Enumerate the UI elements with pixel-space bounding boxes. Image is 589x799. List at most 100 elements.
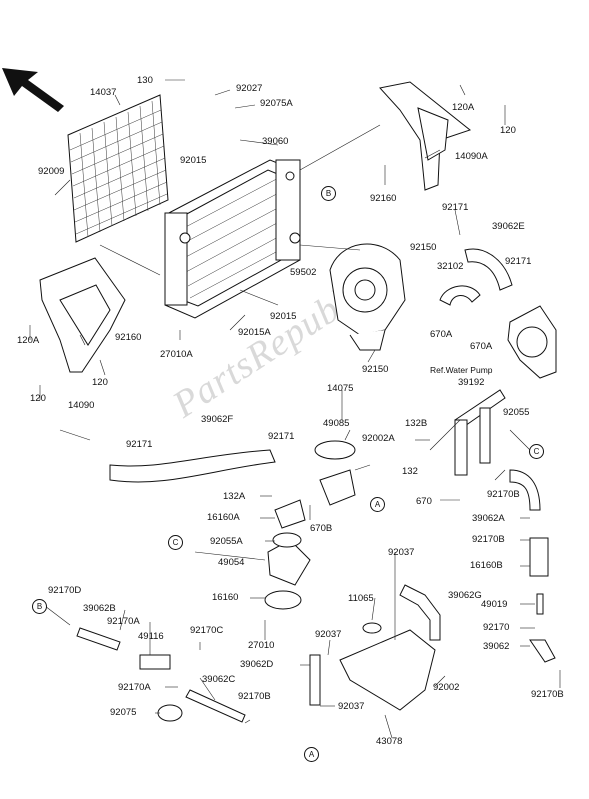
label-27010A: 27010A <box>160 349 193 360</box>
water-pump-cover <box>329 243 406 351</box>
label-49085: 49085 <box>323 418 350 429</box>
label-92002A: 92002A <box>362 433 395 444</box>
label-39060: 39060 <box>262 136 289 147</box>
pipe-49116 <box>139 654 171 670</box>
label-130: 130 <box>137 75 153 86</box>
callout-b-lower: B <box>32 599 47 614</box>
label-120-left-b: 120 <box>30 393 46 404</box>
hose-32102 <box>439 285 481 306</box>
label-11065: 11065 <box>348 593 374 604</box>
label-16160A: 16160A <box>207 512 240 523</box>
label-120-right: 120 <box>500 125 516 136</box>
label-92015A: 92015A <box>238 327 271 338</box>
label-59502: 59502 <box>290 267 317 278</box>
callout-a-upper: A <box>370 497 385 512</box>
fitting-14075 <box>314 440 356 506</box>
label-92170B-a: 92170B <box>487 489 520 500</box>
callout-b-upper: B <box>321 186 336 201</box>
label-92037-c: 92037 <box>338 701 365 712</box>
callout-c-left: C <box>168 535 183 550</box>
label-39062B: 39062B <box>83 603 116 614</box>
label-16160: 16160 <box>212 592 239 603</box>
label-120A-left: 120A <box>17 335 40 346</box>
radiator-core <box>164 159 301 319</box>
water-pump-body <box>507 305 557 379</box>
label-92075A: 92075A <box>260 98 293 109</box>
label-16160B: 16160B <box>470 560 503 571</box>
label-120-left-a: 120 <box>92 377 108 388</box>
bolt-49019 <box>536 593 544 615</box>
pipe-16160B <box>529 537 549 577</box>
gasket-92055A <box>272 532 302 548</box>
label-39062G: 39062G <box>448 590 482 601</box>
label-132: 132 <box>402 466 418 477</box>
label-670A-a: 670A <box>430 329 453 340</box>
label-92170D: 92170D <box>48 585 82 596</box>
thermostat-housing <box>264 539 311 610</box>
label-39062F: 39062F <box>201 414 234 425</box>
radiator-screen <box>67 94 169 243</box>
hose-39062D <box>309 654 321 706</box>
label-49116: 49116 <box>138 631 164 642</box>
hose-39062G <box>399 584 441 641</box>
label-49054: 49054 <box>218 557 245 568</box>
label-92015-bottom: 92015 <box>270 311 297 322</box>
label-14090: 14090 <box>68 400 95 411</box>
label-39062D: 39062D <box>240 659 274 670</box>
label-92009: 92009 <box>38 166 65 177</box>
label-39062: 39062 <box>483 641 510 652</box>
label-14090A: 14090A <box>455 151 488 162</box>
ref-water-pump-note: Ref.Water Pump <box>430 365 493 375</box>
label-92171-d: 92171 <box>126 439 153 450</box>
label-92170B-c: 92170B <box>238 691 271 702</box>
radiator-cover-right <box>379 81 472 191</box>
label-92170C: 92170C <box>190 625 224 636</box>
label-92055A: 92055A <box>210 536 243 547</box>
label-92002: 92002 <box>433 682 460 693</box>
label-39062A: 39062A <box>472 513 505 524</box>
label-92150-b: 92150 <box>362 364 389 375</box>
label-92150-a: 92150 <box>410 242 437 253</box>
label-92171-c: 92171 <box>268 431 295 442</box>
pipe-39192 <box>454 389 506 476</box>
label-39062C: 39062C <box>202 674 236 685</box>
label-92075: 92075 <box>110 707 137 718</box>
label-92170A-b: 92170A <box>118 682 151 693</box>
label-43078: 43078 <box>376 736 403 747</box>
label-92170B-b: 92170B <box>472 534 505 545</box>
label-14075: 14075 <box>327 383 354 394</box>
label-92170B-d: 92170B <box>531 689 564 700</box>
leader-lines <box>29 79 561 739</box>
callout-c-right: C <box>529 444 544 459</box>
label-670: 670 <box>416 496 432 507</box>
label-92037-a: 92037 <box>388 547 415 558</box>
label-14037: 14037 <box>90 87 117 98</box>
label-27010: 27010 <box>248 640 275 651</box>
label-670A-b: 670A <box>470 341 493 352</box>
hose-39062B <box>76 627 121 651</box>
hose-39062E <box>464 248 513 291</box>
reservoir-tank <box>339 622 436 711</box>
label-32102: 32102 <box>437 261 464 272</box>
hose-39062A <box>509 469 541 511</box>
label-132B: 132B <box>405 418 428 429</box>
hose-39062F <box>109 449 276 483</box>
pipe-16160A <box>274 499 306 529</box>
direction-arrow-icon <box>2 68 64 112</box>
label-120A-right: 120A <box>452 102 475 113</box>
label-49019: 49019 <box>481 599 508 610</box>
label-670B: 670B <box>310 523 333 534</box>
label-39192: 39192 <box>458 377 485 388</box>
label-92027: 92027 <box>236 83 263 94</box>
label-39062E: 39062E <box>492 221 525 232</box>
label-92160-right: 92160 <box>370 193 397 204</box>
label-92055: 92055 <box>503 407 530 418</box>
radiator-cover-left <box>39 257 126 373</box>
label-132A: 132A <box>223 491 246 502</box>
label-92015-top: 92015 <box>180 155 207 166</box>
label-92171-a: 92171 <box>442 202 469 213</box>
label-92170A-a: 92170A <box>107 616 140 627</box>
callout-a-lower: A <box>304 747 319 762</box>
